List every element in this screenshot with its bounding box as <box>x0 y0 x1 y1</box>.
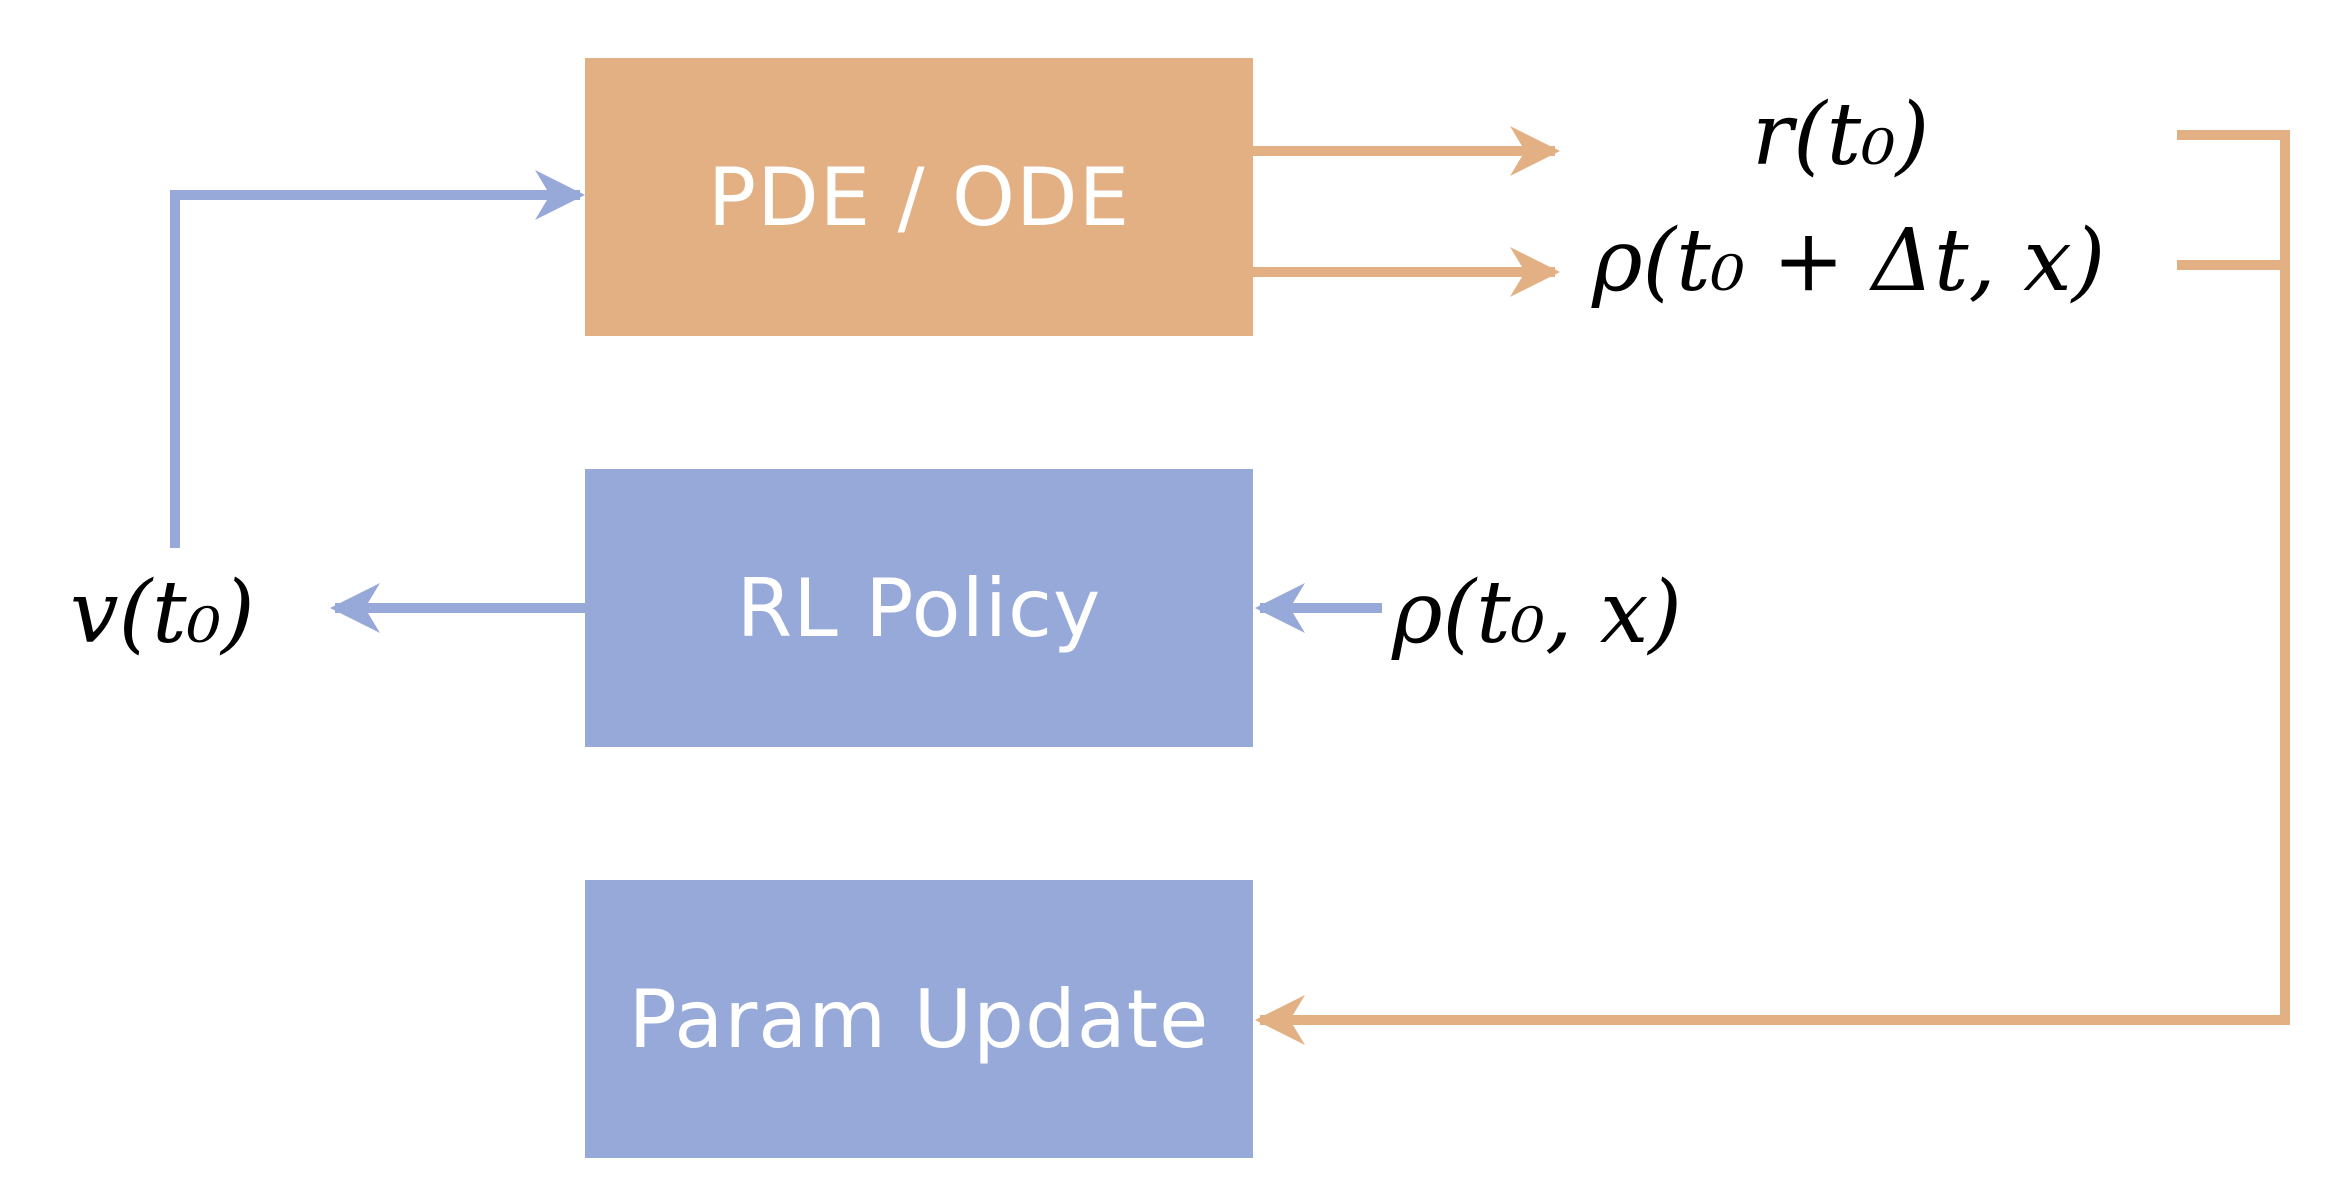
arrow-feedback-to-param-update <box>1255 265 2290 1045</box>
arrow-action-to-pde <box>170 170 585 548</box>
next-state-signal: ρ(t₀ + Δt, x) <box>1592 211 2106 311</box>
rl-policy-label: RL Policy <box>736 561 1102 655</box>
rl-policy-block: RL Policy <box>585 469 1253 747</box>
state-signal: ρ(t₀, x) <box>1392 563 1682 663</box>
param-update-label: Param Update <box>628 972 1210 1066</box>
reward-signal: r(t₀) <box>1752 85 1930 185</box>
pde-ode-label: PDE / ODE <box>707 150 1131 244</box>
param-update-block: Param Update <box>585 880 1253 1158</box>
action-signal: v(t₀) <box>70 563 255 663</box>
pde-ode-block: PDE / ODE <box>585 58 1253 336</box>
connector-reward-bracket <box>2177 130 2290 265</box>
